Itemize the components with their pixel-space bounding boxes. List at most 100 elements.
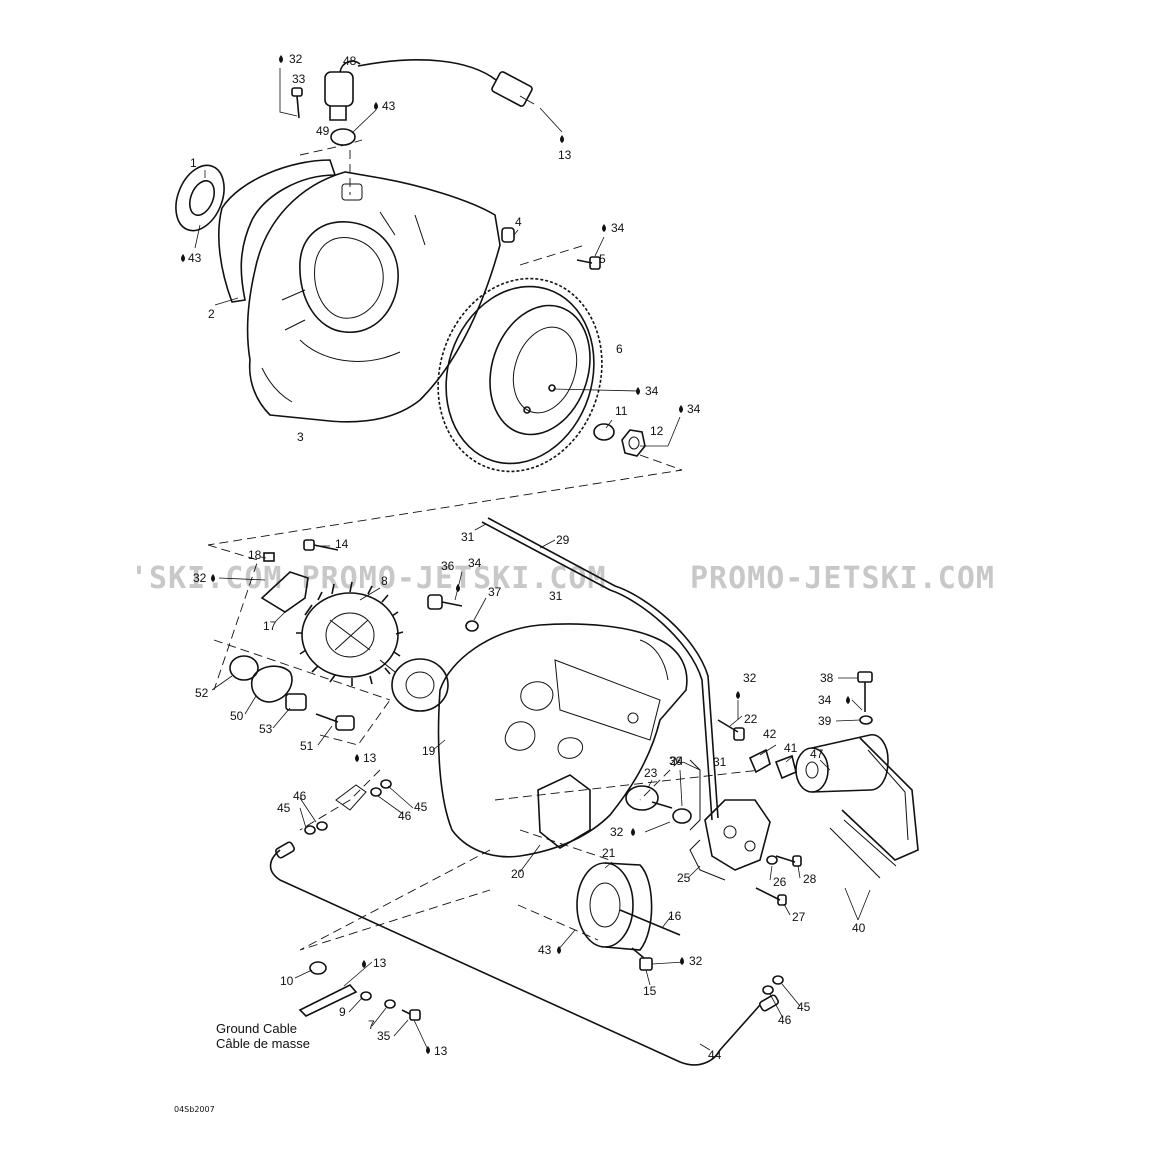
trigger-rotor	[379, 658, 449, 712]
callout-24: 24	[670, 754, 684, 768]
callout-32-e: 32	[689, 954, 703, 968]
callout-43-b: 43	[188, 251, 202, 265]
callout-32-d: 32	[610, 825, 624, 839]
washer-46-a	[316, 821, 328, 831]
callout-30: 30	[669, 754, 683, 768]
callout-34-b: 34	[645, 384, 659, 398]
callout-18: 18	[248, 548, 262, 562]
spacer	[250, 665, 293, 703]
callout-32-b: 32	[193, 571, 207, 585]
washer-37	[465, 620, 479, 632]
callout-13-b: 13	[363, 751, 377, 765]
washer-26	[766, 855, 778, 865]
plug	[285, 693, 307, 711]
screw-28	[775, 855, 802, 867]
ground-cable-end	[298, 984, 358, 1017]
callout-34-a: 34	[611, 221, 625, 235]
flywheel-ring-gear	[437, 277, 603, 473]
callout-52: 52	[195, 686, 209, 700]
callout-34-c: 34	[687, 402, 701, 416]
magneto-housing	[246, 171, 501, 423]
screw-22	[717, 719, 745, 741]
starter-cable	[269, 841, 779, 1066]
callout-33: 33	[292, 72, 306, 86]
screw-33	[291, 87, 303, 119]
callout-12: 12	[650, 424, 664, 438]
screw-5	[576, 256, 601, 270]
callout-13-d: 13	[434, 1044, 448, 1058]
callout-43-a: 43	[382, 99, 396, 113]
terminal-plate	[335, 784, 367, 811]
callout-1: 1	[190, 156, 197, 170]
callout-43-c: 43	[538, 943, 552, 957]
ground-cable-caption: Ground Cable	[216, 1021, 297, 1036]
callout-22: 22	[744, 712, 758, 726]
callout-7: 7	[368, 1018, 375, 1032]
callout-25: 25	[677, 871, 691, 885]
lower-assembly: 7 8 9 10 13 13 13 14 15 16 17 18 19 20 2…	[193, 517, 919, 1066]
bracket-30	[689, 759, 701, 831]
callout-31-b: 31	[549, 589, 563, 603]
callout-40: 40	[852, 921, 866, 935]
callout-42: 42	[763, 727, 777, 741]
callout-34-d: 34	[468, 556, 482, 570]
position-sensor	[324, 59, 535, 121]
stator-coil	[296, 581, 404, 686]
callout-17: 17	[263, 619, 277, 633]
screw-38	[857, 671, 873, 712]
watermark-left: 'SKI.COM PROMO-JETSKI.COM	[130, 561, 607, 596]
callout-45-b: 45	[414, 800, 428, 814]
callout-46-a: 46	[293, 789, 307, 803]
callout-21: 21	[602, 846, 616, 860]
callout-50: 50	[230, 709, 244, 723]
gasket	[218, 159, 337, 303]
callout-45-a: 45	[277, 801, 291, 815]
bracket	[260, 571, 309, 613]
drive-housing	[576, 862, 681, 951]
washer-39	[859, 715, 873, 725]
nut-18	[263, 552, 275, 562]
callout-9: 9	[339, 1005, 346, 1019]
callout-13-a: 13	[558, 148, 572, 162]
callout-53: 53	[259, 722, 273, 736]
nut-10	[309, 961, 327, 975]
temperature-sensor	[315, 713, 355, 731]
screw-36	[427, 594, 463, 610]
gear-cover-plate	[537, 774, 591, 849]
o-ring	[330, 128, 356, 146]
callout-6: 6	[616, 342, 623, 356]
callout-39: 39	[818, 714, 832, 728]
callout-51: 51	[300, 739, 314, 753]
callout-29: 29	[556, 533, 570, 547]
ground-cable-caption-fr: Câble de masse	[216, 1036, 310, 1051]
callout-41: 41	[784, 741, 798, 755]
callout-31-a: 31	[461, 530, 475, 544]
washer-46-b	[370, 787, 382, 797]
grommet	[229, 655, 259, 681]
callout-46-c: 46	[778, 1013, 792, 1027]
callout-44: 44	[708, 1048, 722, 1062]
washer-41	[774, 754, 797, 780]
callout-5: 5	[599, 252, 606, 266]
callout-38: 38	[820, 671, 834, 685]
screw-14	[303, 539, 339, 551]
screw-27	[755, 887, 787, 906]
callout-11: 11	[615, 404, 628, 418]
callout-19: 19	[422, 744, 436, 758]
callout-13-c: 13	[373, 956, 387, 970]
callout-36: 36	[441, 559, 455, 573]
callout-23: 23	[644, 766, 658, 780]
screw-35	[401, 1009, 421, 1021]
callout-16: 16	[668, 909, 682, 923]
starter-boot	[829, 737, 919, 879]
magneto-cover	[437, 623, 688, 858]
callout-8: 8	[381, 574, 388, 588]
callout-15: 15	[643, 984, 657, 998]
drive-gear	[625, 785, 673, 811]
callout-28: 28	[803, 872, 817, 886]
oil-seal	[175, 164, 225, 232]
callout-34-e: 34	[818, 693, 832, 707]
callout-31-c: 31	[713, 755, 727, 769]
callout-14: 14	[335, 537, 349, 551]
